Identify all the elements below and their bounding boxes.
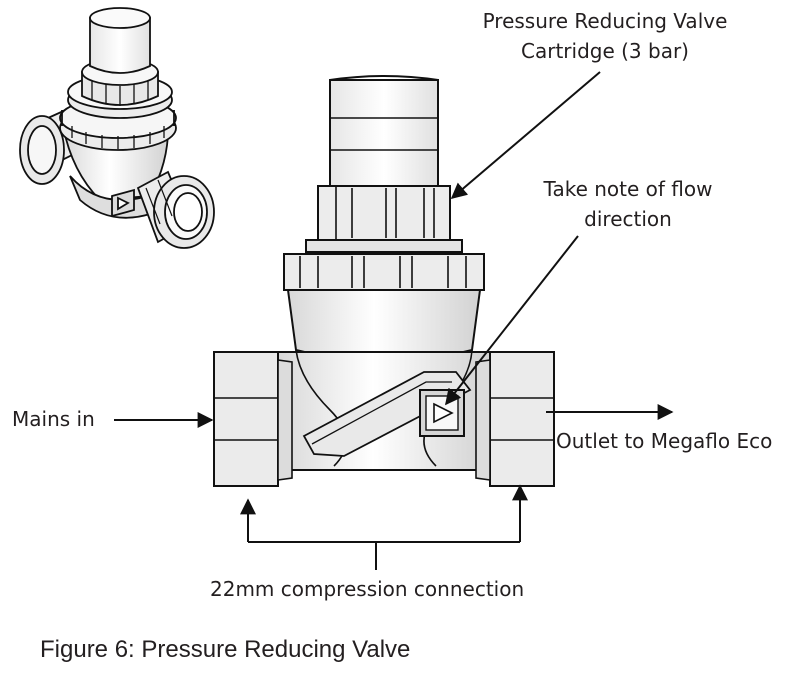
outlet-label: Outlet to Megaflo Eco	[556, 429, 773, 453]
figure-caption: Figure 6: Pressure Reducing Valve	[40, 636, 411, 663]
isometric-valve-view	[19, 7, 215, 249]
cartridge-label: Pressure Reducing Valve Cartridge (3 bar…	[470, 6, 740, 66]
flow-label-line1: Take note of flow	[543, 177, 713, 201]
cartridge-label-line1: Pressure Reducing Valve	[482, 9, 728, 33]
flow-leader-arrow	[445, 235, 579, 406]
front-valve-view	[213, 75, 555, 487]
mains-in-label: Mains in	[12, 407, 95, 431]
flow-label-line2: direction	[584, 207, 672, 231]
compression-label: 22mm compression connection	[210, 577, 525, 601]
cartridge-leader-arrow	[450, 71, 601, 200]
cartridge-label-line2: Cartridge (3 bar)	[521, 39, 689, 63]
flow-direction-label: Take note of flow direction	[518, 174, 738, 234]
leader-lines	[114, 71, 674, 570]
